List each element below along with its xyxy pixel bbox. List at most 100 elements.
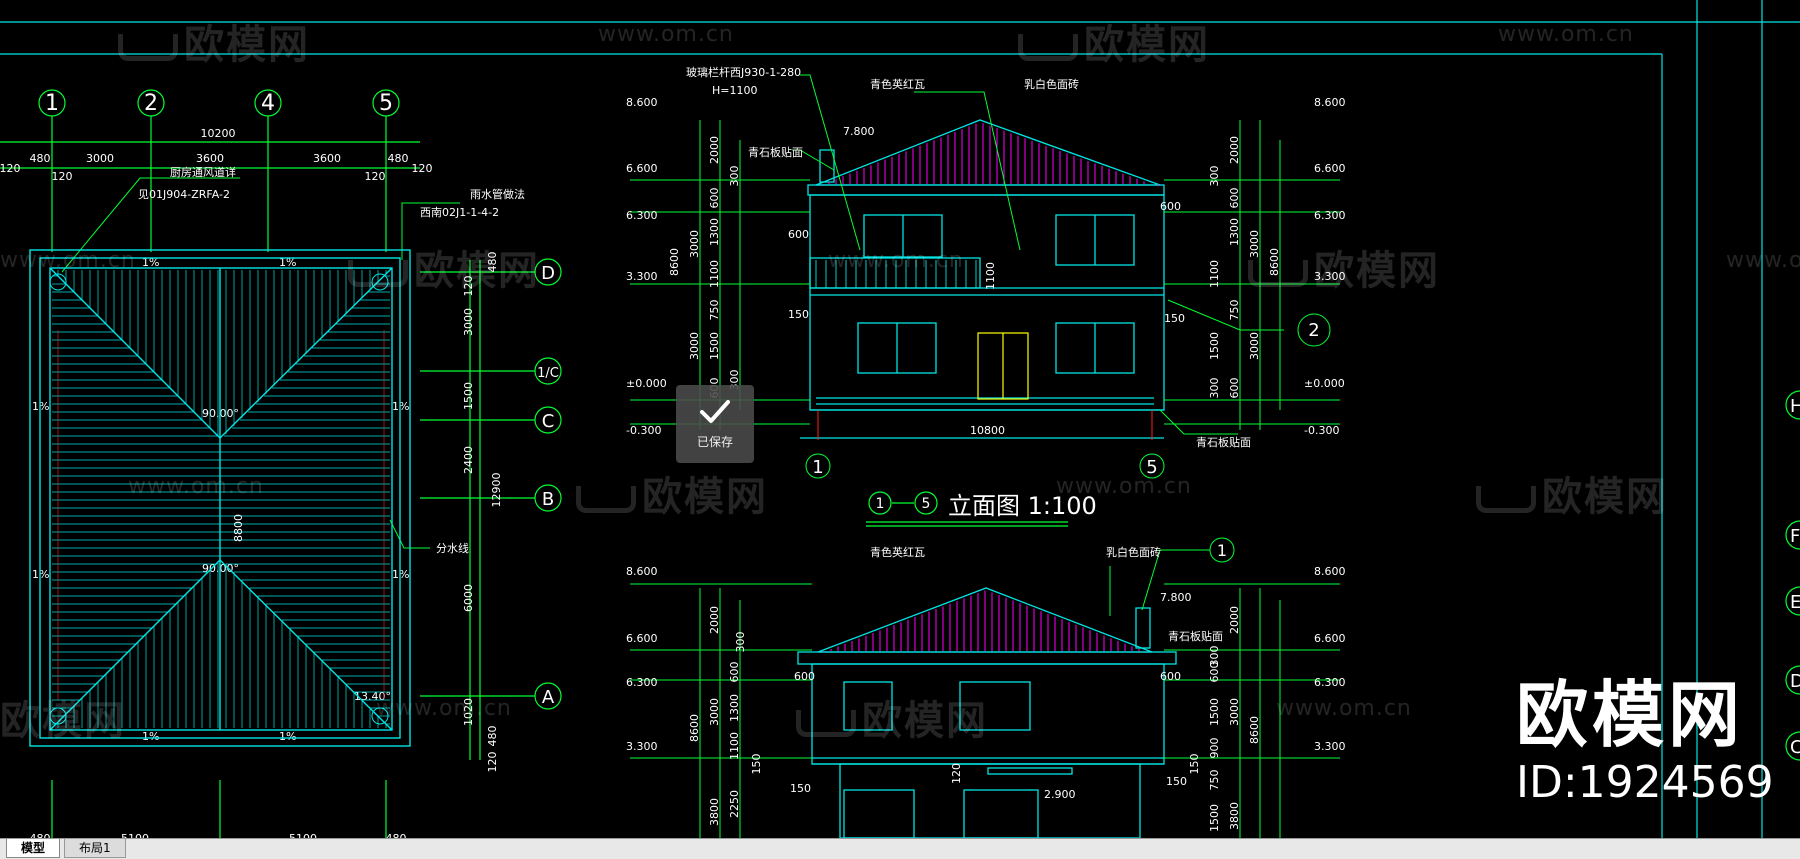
- axis-label-B: B: [542, 489, 554, 510]
- elevation-2: 8.600 6.600 6.300 3.300 8.600 6.600 6.30…: [626, 537, 1346, 838]
- dim-label: 1300: [708, 218, 721, 246]
- dim-label: 750: [708, 300, 721, 321]
- level-label: 6.600: [1314, 162, 1346, 175]
- dim-label: 600: [1160, 200, 1181, 213]
- dim-label: 2000: [708, 136, 721, 164]
- dim-label: 600: [1160, 670, 1181, 683]
- dim-label: 2000: [708, 606, 721, 634]
- dim-label: 120: [365, 170, 386, 183]
- dim-label: 3600: [196, 152, 224, 165]
- dim-label: 6000: [462, 584, 475, 612]
- level-label: -0.300: [1304, 424, 1339, 437]
- level-label: 3.300: [1314, 270, 1346, 283]
- dim-label: 3000: [688, 332, 701, 360]
- ridge-level-2: 7.800: [1160, 591, 1192, 604]
- dim-label: 5100: [289, 832, 317, 838]
- annot-stone: 青石板贴面: [748, 145, 803, 159]
- title-axis-1: 1: [876, 496, 885, 512]
- roof-slope: 1%: [32, 400, 49, 413]
- annot-base: 青石板贴面: [1196, 435, 1251, 449]
- roof-slope: 1%: [32, 568, 49, 581]
- dim-label: 3000: [1228, 698, 1241, 726]
- dim-label: 120: [486, 752, 499, 773]
- dim-label: 900: [1208, 738, 1221, 759]
- elev1-axis-5: 5: [1146, 457, 1157, 478]
- dim-label: 150: [790, 782, 811, 795]
- level-label: 3.300: [626, 740, 658, 753]
- dim-label: 150: [1164, 312, 1185, 325]
- dim-label: 120: [52, 170, 73, 183]
- level-label: -0.300: [626, 424, 661, 437]
- roof-slope: 1%: [279, 256, 296, 269]
- level-label: 6.600: [1314, 632, 1346, 645]
- dim-label: 3000: [688, 230, 701, 258]
- annot-stone-2: 青石板贴面: [1168, 629, 1223, 643]
- dim-label: 1100: [984, 262, 997, 290]
- roof-slope: 1%: [142, 256, 159, 269]
- dim-label: 150: [750, 754, 763, 775]
- level-label: 3.300: [626, 270, 658, 283]
- annot-ridge: 分水线: [436, 541, 469, 555]
- axis-label-A: A: [542, 687, 555, 708]
- dim-label: 480: [388, 152, 409, 165]
- annot-railing-h: H=1100: [712, 84, 757, 97]
- level-label: 6.600: [626, 162, 658, 175]
- level-label: 8.600: [1314, 565, 1346, 578]
- dim-label: 120: [412, 162, 433, 175]
- saved-toast-label: 已保存: [696, 435, 733, 449]
- axis-label-D: D: [541, 263, 555, 284]
- dim-label: 3000: [462, 308, 475, 336]
- dim-label: 2400: [462, 446, 475, 474]
- layout-tab-bar: 模型 布局1: [0, 838, 1800, 859]
- dim-label: 480: [386, 832, 407, 838]
- dim-label: 8600: [668, 248, 681, 276]
- dim-label: 750: [1208, 770, 1221, 791]
- dim-label: 300: [728, 166, 741, 187]
- dim-label: 120: [0, 162, 21, 175]
- watermark-id-block: 欧模网 ID:1924569: [1516, 675, 1774, 811]
- annot-gutter-ref: 西南02J1-1-4-2: [420, 206, 499, 219]
- level-label: 8.600: [626, 96, 658, 109]
- dim-label: 600: [1228, 378, 1241, 399]
- dim-label: 3000: [1248, 230, 1261, 258]
- ridge-level: 7.800: [843, 125, 875, 138]
- axis-label-4: 4: [261, 91, 275, 116]
- dim-label: 2000: [1228, 136, 1241, 164]
- roof-slope: 1%: [392, 568, 409, 581]
- dim-label: 1500: [1208, 332, 1221, 360]
- dim-label: 2250: [728, 790, 741, 818]
- dim-label: 120: [950, 763, 963, 784]
- drawing-canvas[interactable]: 1 2 4 5 10200 120 480 3000 3600 3600 480…: [0, 0, 1800, 838]
- right-axis-C: C: [1790, 737, 1800, 758]
- title-axis-5: 5: [922, 496, 931, 512]
- annot-wall: 乳白色面砖: [1024, 77, 1079, 91]
- elevation-title: 立面图 1:100: [948, 492, 1097, 520]
- level-label: 3.300: [1314, 740, 1346, 753]
- dim-label: 480: [486, 726, 499, 747]
- dim-label: 3000: [86, 152, 114, 165]
- watermark-brand: 欧模网: [1516, 673, 1745, 757]
- dim-label: 600: [788, 228, 809, 241]
- right-axis-H: H: [1790, 396, 1800, 417]
- roof-slope: 1%: [279, 730, 296, 743]
- dim-label: 300: [734, 632, 747, 653]
- dim-label: 600: [794, 670, 815, 683]
- right-axis-D: D: [1790, 671, 1800, 692]
- annot-tile: 青色英红瓦: [870, 77, 925, 91]
- level-label: 6.600: [626, 632, 658, 645]
- dim-label: 480: [30, 832, 51, 838]
- dim-label: 3000: [1248, 332, 1261, 360]
- detail-number-1: 1: [1217, 541, 1227, 560]
- dim-label: 1100: [1208, 260, 1221, 288]
- tab-layout1[interactable]: 布局1: [64, 839, 126, 858]
- dim-label: 1100: [728, 732, 741, 760]
- tab-model[interactable]: 模型: [6, 839, 61, 858]
- dim-label: 1100: [708, 260, 721, 288]
- elev1-axis-1: 1: [812, 457, 823, 478]
- dim-label: 3800: [708, 798, 721, 826]
- dim-label: 750: [1228, 300, 1241, 321]
- dim-label: 1500: [1208, 698, 1221, 726]
- dim-label: 480: [30, 152, 51, 165]
- dim-label: 8600: [688, 714, 701, 742]
- axis-label-C: C: [542, 411, 555, 432]
